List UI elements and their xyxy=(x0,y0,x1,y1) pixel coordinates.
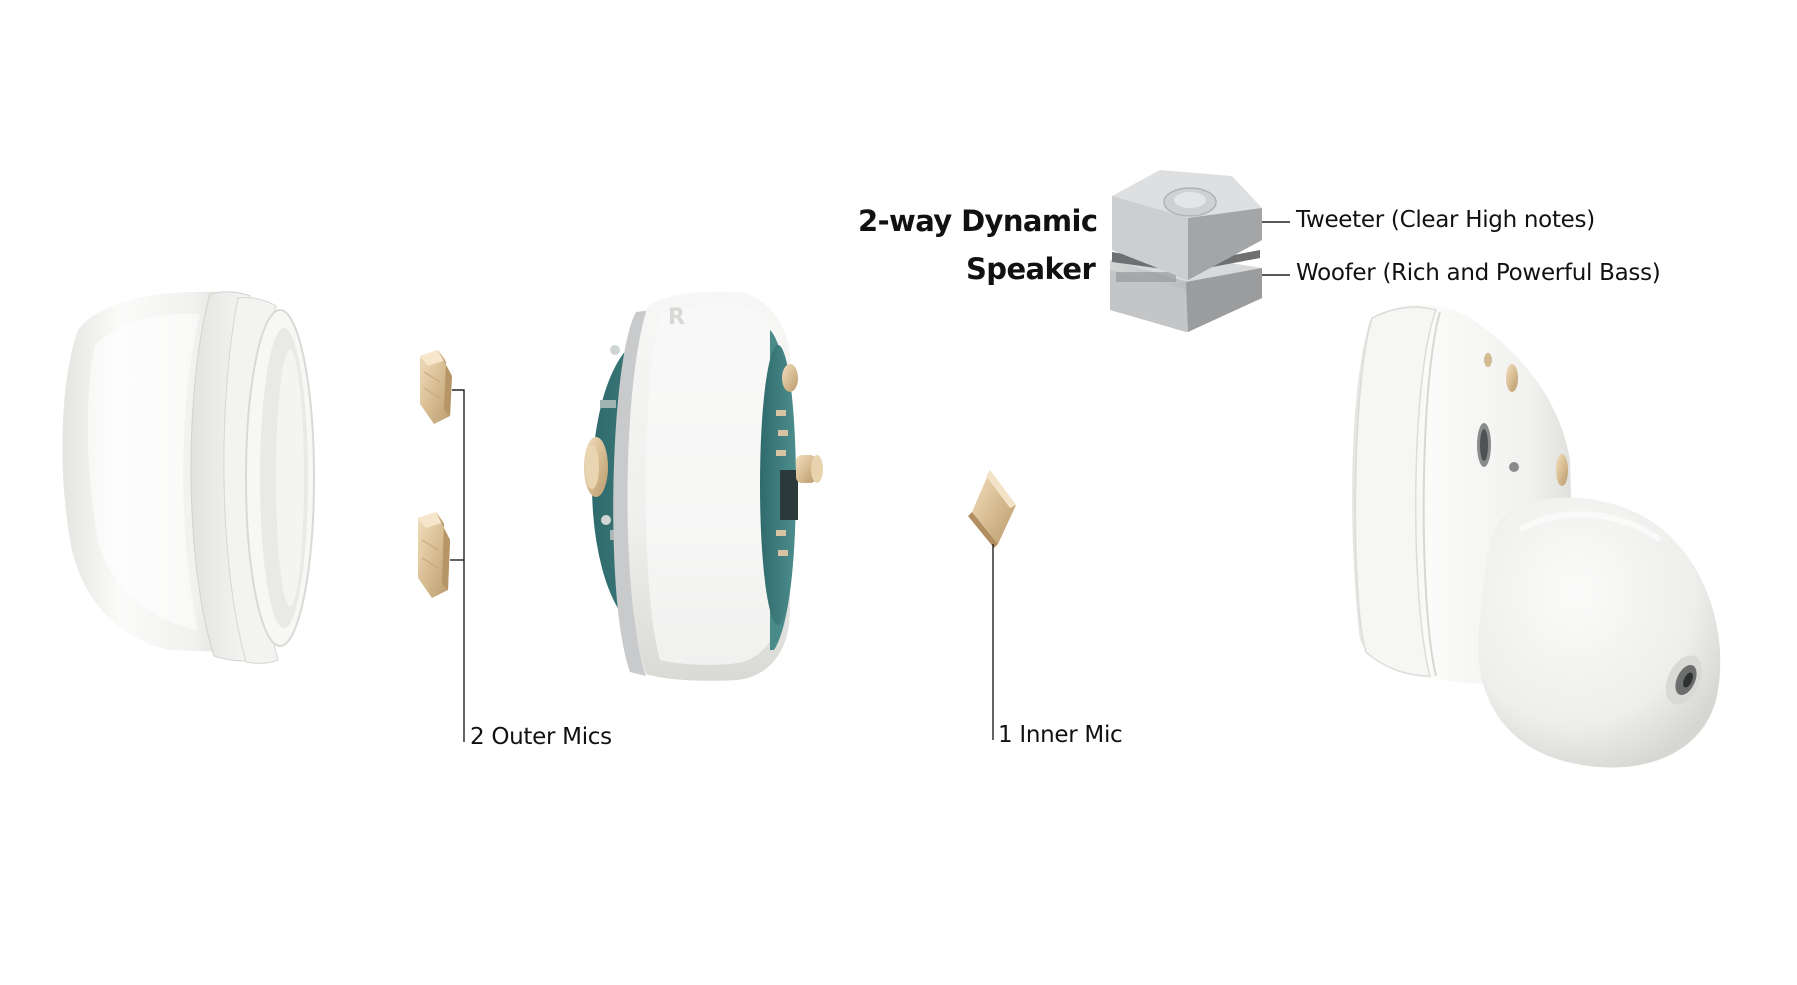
outer-mic-top xyxy=(420,350,452,424)
speaker-leader-lines xyxy=(1262,221,1290,276)
dynamic-speaker xyxy=(1110,170,1262,332)
outer-mics-leader-lines xyxy=(450,389,465,742)
inner-mic-label: 1 Inner Mic xyxy=(998,722,1123,748)
right-ear-marking: R xyxy=(668,305,685,330)
assembled-earbud xyxy=(1352,304,1721,768)
outer-mic-bottom xyxy=(418,512,450,598)
tweeter-label: Tweeter (Clear High notes) xyxy=(1296,207,1595,233)
outer-shell-cap xyxy=(62,291,315,664)
speaker-title-line2: Speaker xyxy=(966,252,1096,286)
pcb-assembly: R xyxy=(584,291,823,681)
outer-mics-label: 2 Outer Mics xyxy=(470,724,612,750)
woofer-label: Woofer (Rich and Powerful Bass) xyxy=(1296,260,1661,286)
inner-mic xyxy=(968,470,1016,548)
speaker-title-line1: 2-way Dynamic xyxy=(858,204,1098,238)
